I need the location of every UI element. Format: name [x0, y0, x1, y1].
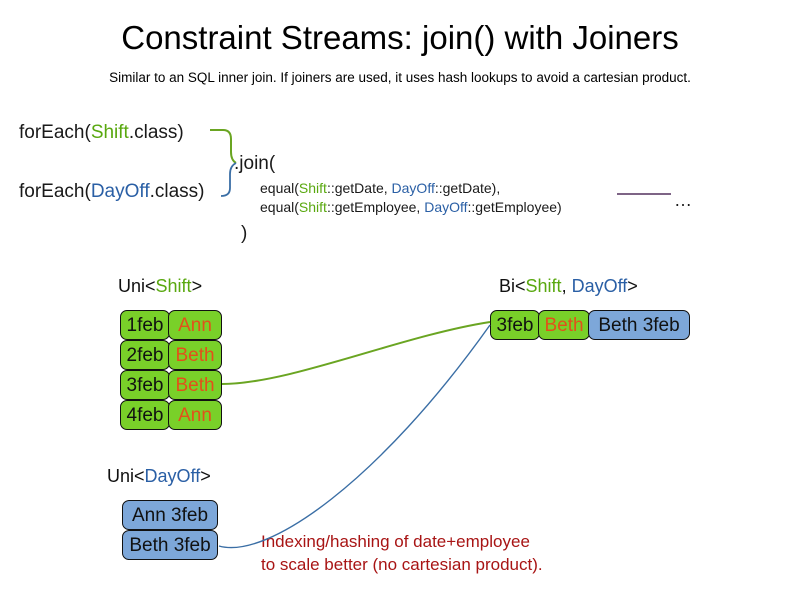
bi-row-pair: Beth 3feb: [588, 310, 690, 340]
label-bi-prefix: Bi<: [499, 276, 526, 296]
code-foreach-dayoff-type: DayOff: [90, 181, 150, 202]
dayoff-row: Ann 3feb: [122, 500, 218, 530]
code-equal-date-left-type: Shift: [298, 180, 327, 196]
label-bi-separator: ,: [561, 276, 572, 296]
connector-shift-to-join: [210, 129, 237, 164]
code-foreach-dayoff-prefix: forEach(: [19, 181, 91, 202]
shift-row-employee-text: Beth: [175, 344, 215, 366]
connector-dayoff-fact-to-bi: [218, 324, 491, 549]
label-bi-stream: Bi<Shift, DayOff>: [499, 275, 638, 297]
code-equal-employee-right-type: DayOff: [424, 199, 468, 215]
shift-row-employee-text: Ann: [178, 404, 212, 426]
shift-row-date-text: 2feb: [126, 344, 164, 366]
shift-row-date: 1feb: [120, 310, 170, 340]
caption-line-2: to scale better (no cartesian product).: [261, 555, 543, 574]
code-equal-employee-left-type: Shift: [298, 199, 327, 215]
bi-row-employee-text: Beth: [544, 314, 584, 336]
connector-shift-fact-to-bi: [221, 321, 491, 385]
page-title: Constraint Streams: join() with Joiners: [121, 19, 679, 56]
label-bi-type-a: Shift: [525, 276, 562, 296]
label-uni-shift-suffix: >: [191, 276, 203, 296]
bi-row-pair-text: Beth 3feb: [598, 314, 680, 336]
code-foreach-shift-suffix: .class): [128, 122, 184, 143]
code-equal-date-left-method: ::getDate,: [326, 180, 392, 196]
code-ellipsis: …: [674, 190, 694, 210]
bi-row-date-text: 3feb: [496, 314, 534, 336]
shift-row-date-text: 3feb: [126, 374, 164, 396]
dayoff-row-text: Ann 3feb: [131, 504, 209, 526]
code-equal-employee: equal(Shift::getEmployee, DayOff::getEmp…: [260, 198, 562, 216]
label-uni-shift-type: Shift: [155, 276, 192, 296]
shift-row-date: 2feb: [120, 340, 170, 370]
shift-row-date: 3feb: [120, 370, 170, 400]
code-foreach-shift-type: Shift: [90, 122, 129, 143]
shift-row-date-text: 4feb: [126, 404, 164, 426]
code-equal-employee-right-method: ::getEmployee): [467, 199, 562, 215]
shift-row-employee: Beth: [168, 340, 222, 370]
code-equal-date: equal(Shift::getDate, DayOff::getDate),: [260, 179, 500, 197]
label-uni-shift-prefix: Uni<: [118, 276, 156, 296]
label-uni-dayoff-prefix: Uni<: [107, 466, 145, 486]
shift-row-employee: Beth: [168, 370, 222, 400]
code-foreach-shift-prefix: forEach(: [19, 122, 91, 143]
label-uni-shift: Uni<Shift>: [118, 275, 202, 297]
bi-row-date: 3feb: [490, 310, 540, 340]
code-equal-date-right-type: DayOff: [391, 180, 435, 196]
dayoff-row: Beth 3feb: [122, 530, 218, 560]
code-join-open: .join(: [234, 153, 276, 174]
caption: Indexing/hashing of date+employee to sca…: [261, 530, 543, 576]
shift-row-date: 4feb: [120, 400, 170, 430]
shift-row-employee-text: Beth: [175, 374, 215, 396]
dayoff-row-text: Beth 3feb: [129, 534, 211, 556]
code-foreach-shift: forEach(Shift.class): [19, 121, 184, 145]
shift-row-date-text: 1feb: [126, 314, 164, 336]
label-uni-dayoff-type: DayOff: [144, 466, 201, 486]
code-foreach-dayoff-suffix: .class): [149, 181, 205, 202]
label-bi-type-b: DayOff: [571, 276, 628, 296]
code-equal-employee-left-method: ::getEmployee,: [326, 199, 425, 215]
code-join-close: ): [241, 223, 248, 244]
code-equal-employee-open: equal(: [260, 199, 299, 215]
shift-row-employee-text: Ann: [178, 314, 212, 336]
code-equal-date-right-method: ::getDate),: [434, 180, 501, 196]
label-bi-suffix: >: [627, 276, 638, 296]
label-uni-dayoff: Uni<DayOff>: [107, 465, 211, 487]
code-equal-date-open: equal(: [260, 180, 299, 196]
shift-row-employee: Ann: [168, 310, 222, 340]
page-subtitle: Similar to an SQL inner join. If joiners…: [109, 70, 691, 85]
caption-line-1: Indexing/hashing of date+employee: [261, 532, 530, 551]
code-foreach-dayoff: forEach(DayOff.class): [19, 180, 205, 204]
bi-row-employee: Beth: [538, 310, 590, 340]
label-uni-dayoff-suffix: >: [200, 466, 211, 486]
shift-row-employee: Ann: [168, 400, 222, 430]
